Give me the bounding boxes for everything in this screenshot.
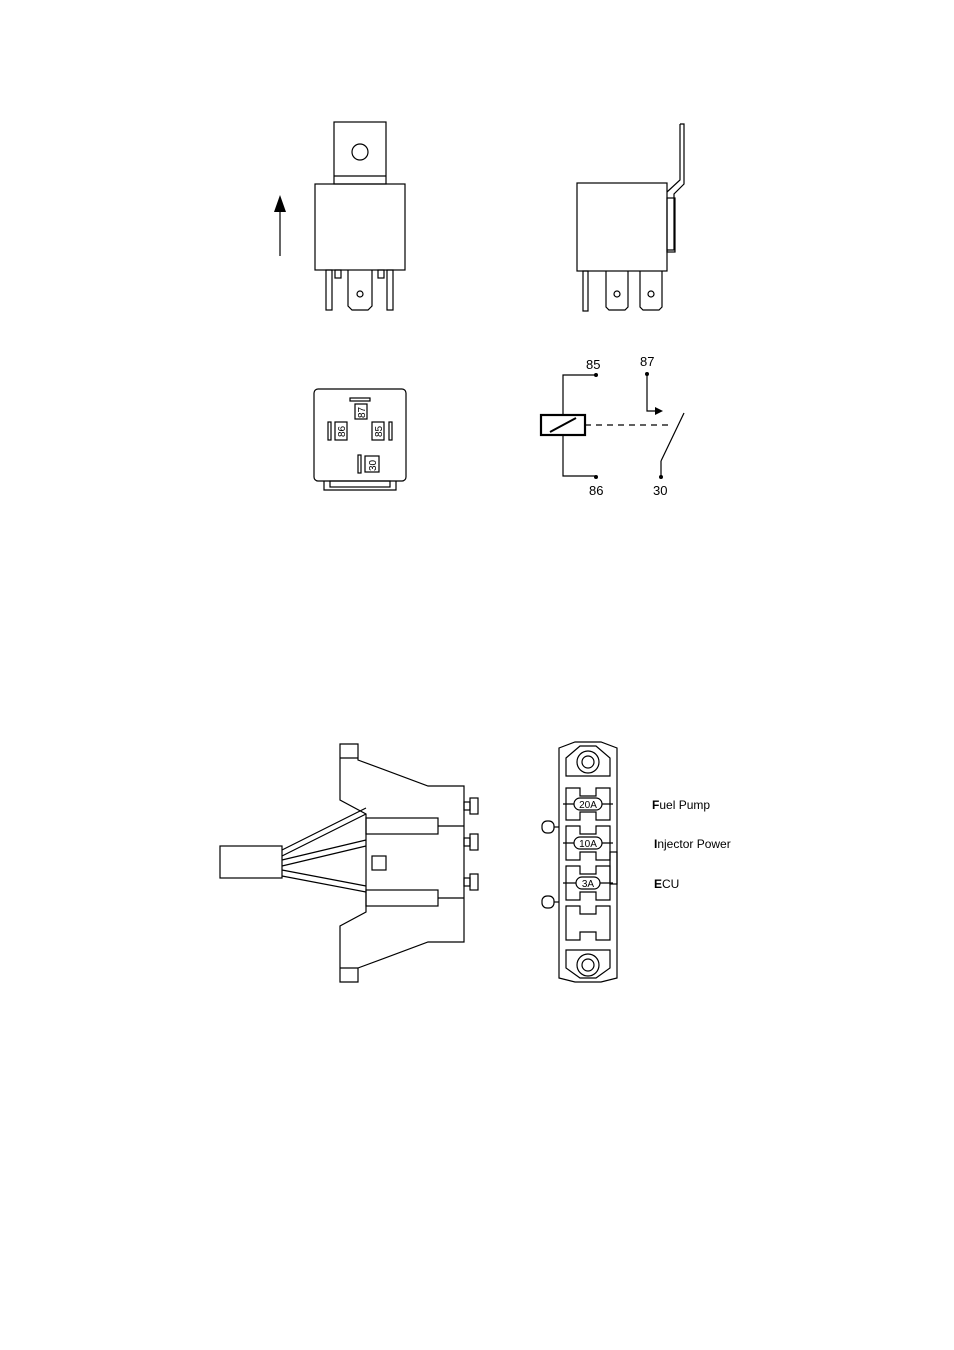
fuse-slot-empty [566, 906, 610, 940]
fuse-slot-3A: 3A [563, 866, 613, 900]
fuse-rating-20A: 20A [579, 800, 597, 811]
fuse-slot-20A: 20A [563, 788, 613, 820]
schematic-label-85: 85 [586, 357, 600, 372]
fuse-label-ecu: ECU [654, 877, 679, 891]
fuse-label-injector-power: Injector Power [654, 837, 731, 851]
fuse-labels: Fuel Pump Injector Power ECU [652, 798, 731, 891]
fuse-box-front-view: 20A 10A 3A [542, 742, 617, 982]
fuse-label-fuel-pump: Fuel Pump [652, 798, 710, 812]
relay-pin-view: 87 86 85 30 [314, 389, 406, 490]
relay-schematic: 85 87 86 30 [541, 354, 684, 498]
mounting-clip-icon [542, 821, 559, 833]
pin-85-label: 85 [374, 425, 385, 437]
pin-86-label: 86 [337, 425, 348, 437]
schematic-label-86: 86 [589, 483, 603, 498]
pin-87-label: 87 [357, 406, 368, 418]
schematic-label-87: 87 [640, 354, 654, 369]
schematic-label-30: 30 [653, 483, 667, 498]
fuse-slot-10A: 10A [563, 826, 613, 860]
fuse-rating-3A: 3A [582, 879, 595, 890]
fuse-rating-10A: 10A [579, 839, 597, 850]
mounting-clip-icon [542, 896, 559, 908]
up-arrow-icon [274, 195, 286, 256]
pin-30-label: 30 [368, 459, 379, 471]
relay-side-view [577, 124, 684, 311]
relay-front-view [315, 122, 405, 310]
fuse-holder-side-view [220, 744, 478, 982]
